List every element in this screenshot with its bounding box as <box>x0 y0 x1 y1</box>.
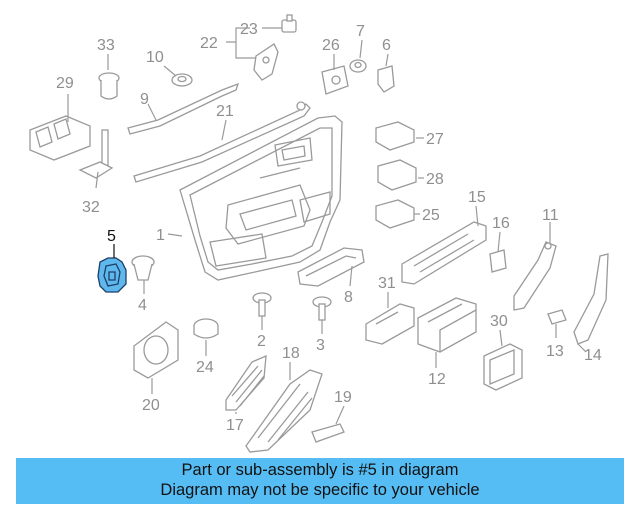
callout-32: 32 <box>82 199 100 216</box>
callout-8: 8 <box>344 289 353 306</box>
callout-19: 19 <box>334 389 352 406</box>
callout-22: 22 <box>200 35 218 52</box>
callout-16: 16 <box>492 215 510 232</box>
callout-28: 28 <box>426 171 444 188</box>
callout-14: 14 <box>584 347 602 364</box>
grille-17 <box>225 354 267 411</box>
callout-6: 6 <box>382 37 391 54</box>
bracket-26 <box>321 65 349 95</box>
grommet-10 <box>171 73 193 87</box>
callout-23: 23 <box>240 21 258 38</box>
leader-7 <box>359 39 363 59</box>
switch-bezel-15 <box>401 221 487 285</box>
clip-16 <box>489 249 507 273</box>
callout-25: 25 <box>422 207 440 224</box>
trim-14 <box>573 253 609 345</box>
cap-19 <box>311 423 345 443</box>
handle-11 <box>513 241 557 311</box>
speaker-bracket-20 <box>133 321 179 379</box>
door-trim-panel <box>179 115 343 281</box>
callout-24: 24 <box>196 359 214 376</box>
callout-7: 7 <box>356 23 365 40</box>
leader-16 <box>497 231 501 253</box>
callout-31: 31 <box>378 275 396 292</box>
socket-33 <box>98 72 120 100</box>
nut-7 <box>349 59 367 73</box>
callout-27: 27 <box>426 131 444 148</box>
switch-28 <box>377 159 417 191</box>
leader-21 <box>221 119 227 141</box>
callout-5: 5 <box>107 228 116 245</box>
callout-30: 30 <box>490 313 508 330</box>
leader-6 <box>385 53 389 67</box>
pull-handle-8 <box>297 247 365 287</box>
callout-18: 18 <box>282 345 300 362</box>
callout-1: 1 <box>156 227 165 244</box>
clip-6 <box>377 65 395 93</box>
switch-30 <box>483 343 523 391</box>
callout-12: 12 <box>428 371 446 388</box>
callout-13: 13 <box>546 343 564 360</box>
switch-25 <box>375 199 415 229</box>
info-banner: Part or sub-assembly is #5 in diagram Di… <box>16 458 624 504</box>
leader-10 <box>163 65 177 77</box>
hinge-pin-32 <box>78 129 114 179</box>
screw-2 <box>252 292 272 317</box>
callout-15: 15 <box>468 189 486 206</box>
housing-12 <box>417 297 477 353</box>
leader-14 <box>577 343 587 353</box>
fastener-24 <box>193 318 219 339</box>
callout-4: 4 <box>138 297 147 314</box>
callout-2: 2 <box>257 333 266 350</box>
leader-15 <box>475 205 479 227</box>
callout-21: 21 <box>216 103 234 120</box>
leader-9 <box>147 103 157 121</box>
callout-3: 3 <box>316 337 325 354</box>
screw-3 <box>312 296 332 321</box>
callout-20: 20 <box>142 397 160 414</box>
leader-19 <box>335 405 345 425</box>
retainer-4 <box>131 255 155 281</box>
callout-10: 10 <box>146 49 164 66</box>
switch-module-29 <box>29 115 91 161</box>
callout-11: 11 <box>542 207 559 224</box>
switch-27 <box>375 121 415 151</box>
grille-18 <box>245 369 323 453</box>
bracket-31 <box>365 303 415 345</box>
leader-32 <box>95 171 99 189</box>
belt-molding <box>133 103 311 183</box>
highlighted-part-5 <box>97 257 127 293</box>
callout-17: 17 <box>226 417 244 434</box>
plug-23 <box>281 14 297 33</box>
callout-26: 26 <box>322 37 340 54</box>
callout-29: 29 <box>56 75 74 92</box>
banner-line-1: Part or sub-assembly is #5 in diagram <box>181 461 459 479</box>
leader-22 <box>226 27 256 59</box>
banner-line-2: Diagram may not be specific to your vehi… <box>160 481 480 499</box>
weatherstrip <box>127 82 240 135</box>
leader-8 <box>349 265 353 287</box>
clip-13 <box>547 309 567 325</box>
molding-clip <box>296 101 306 111</box>
callout-9: 9 <box>140 91 149 108</box>
callout-33: 33 <box>97 37 115 54</box>
bracket-22 <box>253 43 279 81</box>
leader-1 <box>167 233 183 237</box>
leader-30 <box>499 329 503 347</box>
